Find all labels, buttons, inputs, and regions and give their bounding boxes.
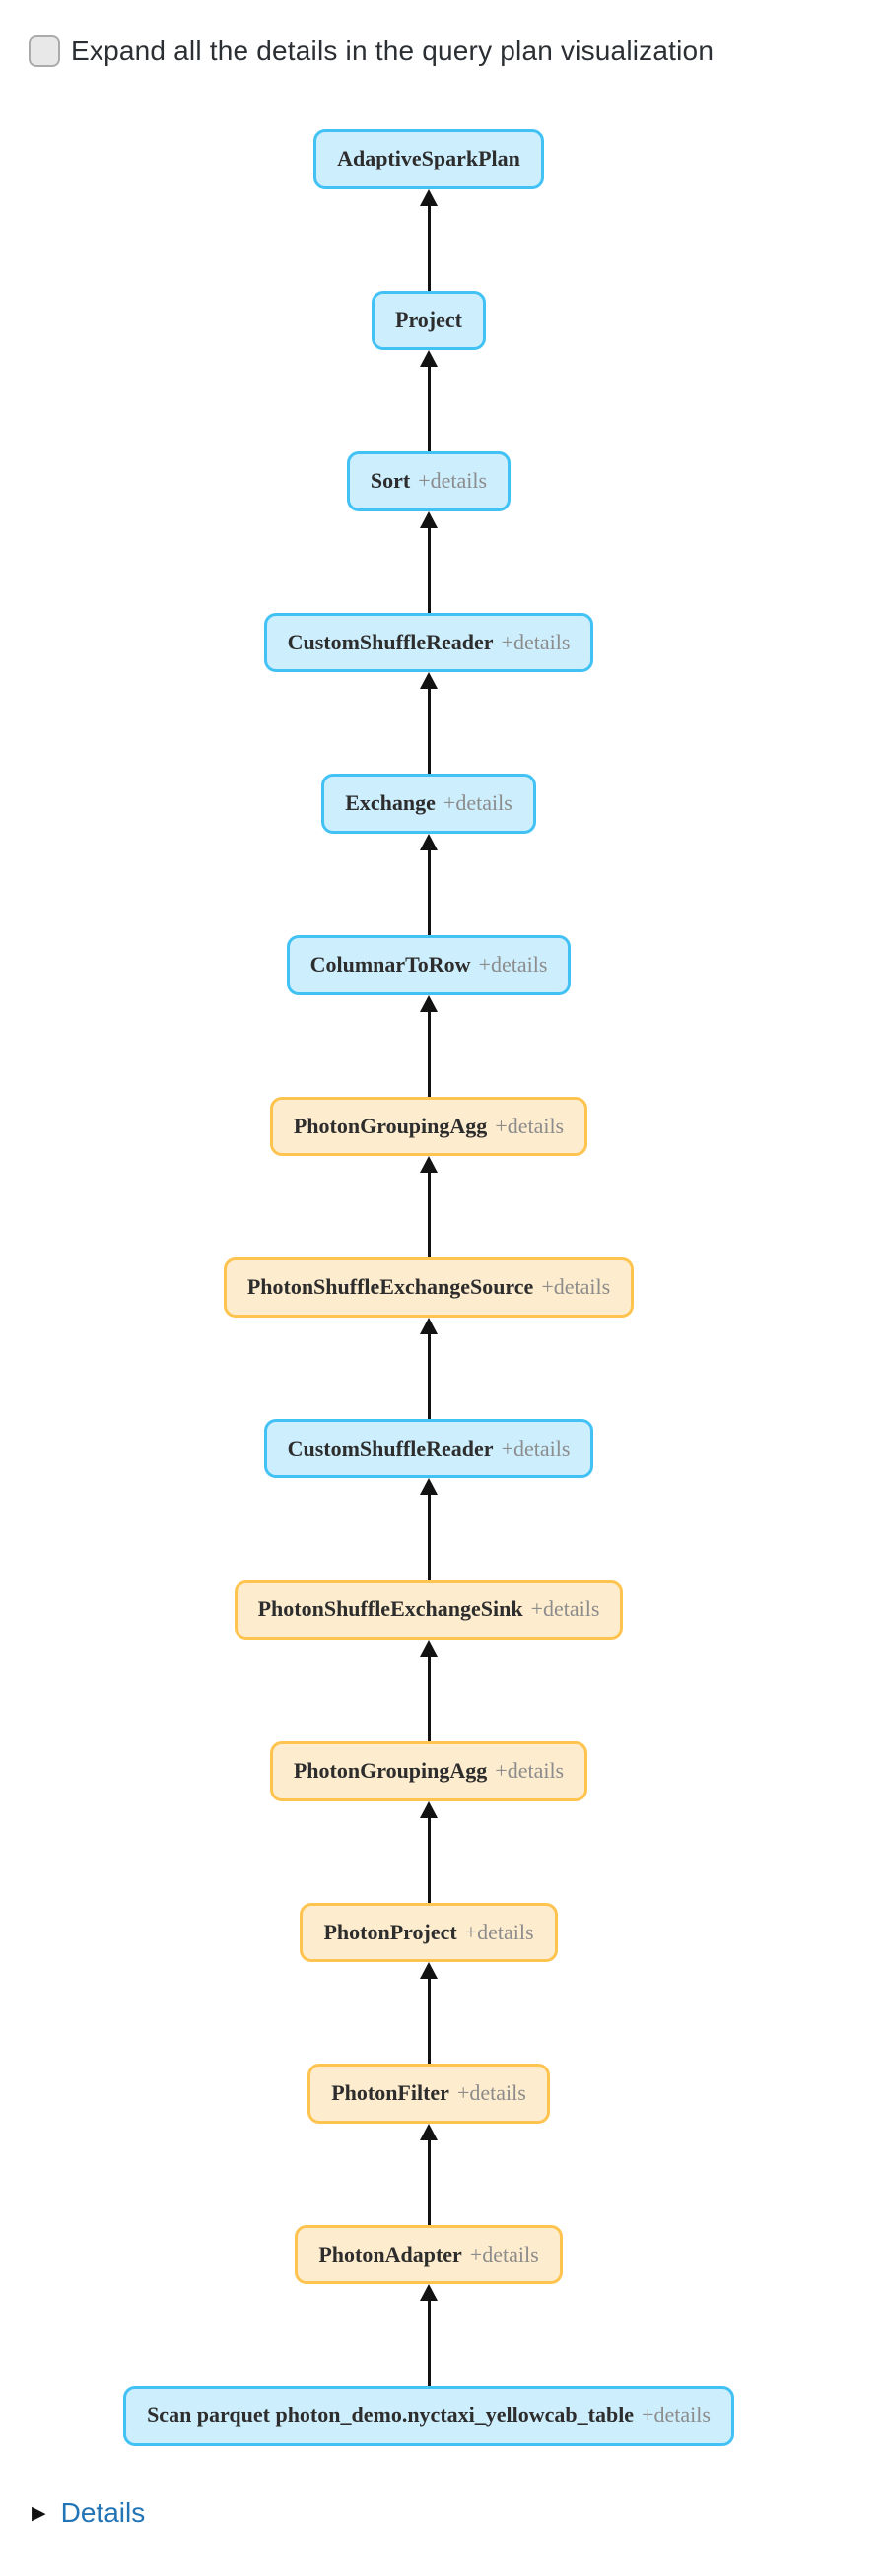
- plan-node-details-link[interactable]: +details: [530, 1596, 600, 1622]
- edge: [417, 510, 441, 613]
- edge: [417, 2123, 441, 2225]
- edge-line: [427, 847, 431, 935]
- edge: [417, 1156, 441, 1258]
- edge-line: [427, 2136, 431, 2225]
- arrow-up-icon: [420, 2123, 438, 2140]
- edge-line: [427, 1814, 431, 1903]
- edge-line: [427, 1653, 431, 1741]
- plan-node[interactable]: PhotonFilter +details: [307, 2064, 550, 2124]
- plan-node[interactable]: PhotonGroupingAgg +details: [269, 1096, 588, 1157]
- expand-details-label: Expand all the details in the query plan…: [71, 35, 715, 66]
- plan-node-details-link[interactable]: +details: [456, 2080, 526, 2106]
- plan-node-label: PhotonProject: [323, 1919, 457, 1944]
- plan-node[interactable]: ColumnarToRow +details: [286, 934, 572, 995]
- edge: [417, 833, 441, 935]
- triangle-right-icon: ▶: [32, 2502, 46, 2524]
- edge-line: [427, 686, 431, 775]
- edge: [417, 1639, 441, 1741]
- plan-node[interactable]: PhotonProject +details: [300, 1902, 558, 1963]
- plan-node-details-link[interactable]: +details: [464, 1919, 534, 1944]
- plan-node[interactable]: Sort +details: [346, 451, 512, 511]
- plan-node-label: PhotonGroupingAgg: [293, 1113, 488, 1138]
- plan-node-label: PhotonGroupingAgg: [293, 1757, 488, 1783]
- expand-details-checkbox[interactable]: [29, 35, 60, 67]
- edge: [417, 1478, 441, 1581]
- plan-node-label: PhotonAdapter: [318, 2241, 462, 2267]
- arrow-up-icon: [420, 994, 438, 1012]
- details-toggle-label: Details: [60, 2497, 146, 2528]
- arrow-up-icon: [420, 510, 438, 528]
- edge-line: [427, 2298, 431, 2387]
- arrow-up-icon: [420, 1639, 438, 1657]
- plan-node[interactable]: Scan parquet photon_demo.nyctaxi_yellowc…: [123, 2386, 734, 2446]
- plan-node-details-link[interactable]: +details: [478, 951, 548, 977]
- plan-node[interactable]: PhotonGroupingAgg +details: [269, 1740, 588, 1801]
- plan-node-label: AdaptiveSparkPlan: [337, 146, 520, 170]
- edge: [417, 350, 441, 452]
- plan-node-details-link[interactable]: +details: [642, 2403, 711, 2428]
- arrow-up-icon: [420, 833, 438, 850]
- plan-node-label: Project: [395, 306, 462, 332]
- edge-line: [427, 1170, 431, 1258]
- arrow-up-icon: [420, 188, 438, 206]
- edge-line: [427, 1976, 431, 2065]
- arrow-up-icon: [420, 1962, 438, 1980]
- plan-node-label: PhotonShuffleExchangeSource: [246, 1274, 534, 1300]
- plan-node-details-link[interactable]: +details: [443, 790, 512, 816]
- plan-node-label: PhotonFilter: [331, 2080, 449, 2106]
- edge: [417, 672, 441, 775]
- edge: [417, 1962, 441, 2065]
- arrow-up-icon: [420, 350, 438, 368]
- details-toggle[interactable]: ▶ Details: [32, 2497, 145, 2529]
- plan-node[interactable]: CustomShuffleReader +details: [263, 1418, 594, 1479]
- edge: [417, 994, 441, 1097]
- edge-line: [427, 202, 431, 291]
- plan-node-details-link[interactable]: +details: [469, 2241, 539, 2267]
- plan-node-details-link[interactable]: +details: [418, 468, 488, 494]
- arrow-up-icon: [420, 1156, 438, 1174]
- plan-node-label: Scan parquet photon_demo.nyctaxi_yellowc…: [147, 2403, 635, 2428]
- plan-node[interactable]: Project: [372, 290, 486, 351]
- plan-node-label: Sort: [370, 468, 411, 494]
- plan-node[interactable]: PhotonShuffleExchangeSource +details: [223, 1257, 635, 1318]
- plan-node[interactable]: PhotonShuffleExchangeSink +details: [234, 1580, 624, 1640]
- plan-node[interactable]: PhotonAdapter +details: [295, 2224, 563, 2285]
- plan-node-details-link[interactable]: +details: [495, 1113, 565, 1138]
- plan-node-details-link[interactable]: +details: [541, 1274, 611, 1300]
- plan-node-label: PhotonShuffleExchangeSink: [257, 1596, 523, 1622]
- plan-node[interactable]: AdaptiveSparkPlan: [313, 129, 544, 189]
- edge-line: [427, 524, 431, 613]
- edge: [417, 1800, 441, 1903]
- edge: [417, 1317, 441, 1419]
- plan-node-label: ColumnarToRow: [309, 951, 471, 977]
- arrow-up-icon: [420, 672, 438, 690]
- plan-node-label: CustomShuffleReader: [287, 1435, 494, 1460]
- arrow-up-icon: [420, 1478, 438, 1496]
- plan-node[interactable]: CustomShuffleReader +details: [263, 612, 594, 673]
- plan-node-label: CustomShuffleReader: [287, 629, 494, 654]
- plan-node-details-link[interactable]: +details: [495, 1757, 565, 1783]
- expand-details-row: Expand all the details in the query plan…: [29, 35, 714, 67]
- arrow-up-icon: [420, 1317, 438, 1334]
- edge: [417, 188, 441, 291]
- edge-line: [427, 1492, 431, 1581]
- arrow-up-icon: [420, 1800, 438, 1818]
- edge: [417, 2284, 441, 2387]
- plan-node[interactable]: Exchange +details: [321, 774, 536, 834]
- plan-node-details-link[interactable]: +details: [501, 1435, 571, 1460]
- plan-node-label: Exchange: [345, 790, 436, 816]
- plan-node-details-link[interactable]: +details: [501, 629, 571, 654]
- edge-line: [427, 1330, 431, 1419]
- edge-line: [427, 364, 431, 452]
- edge-line: [427, 1008, 431, 1097]
- arrow-up-icon: [420, 2284, 438, 2302]
